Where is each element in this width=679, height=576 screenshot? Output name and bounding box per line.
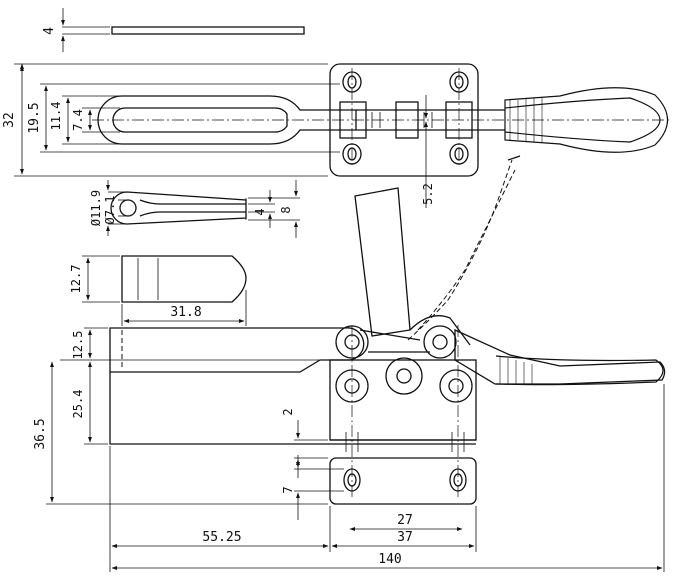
pivot-block-3 xyxy=(445,101,473,139)
dim-reach: 55.25 xyxy=(202,530,241,545)
dim-slot-inner: 7.4 xyxy=(71,109,85,131)
pivot-block-1 xyxy=(339,101,367,139)
handle-grip-side xyxy=(495,355,664,386)
dim-bar-width: 8 xyxy=(279,206,293,213)
arm-detail: Ø11.9 Ø7.1 4 8 xyxy=(89,180,300,238)
dim-thickness: 4 xyxy=(42,27,57,35)
dim-base-hole: 7 xyxy=(281,486,295,493)
dim-total-height: 36.5 xyxy=(33,418,48,449)
dim-arm-height: 12.5 xyxy=(71,331,85,360)
dim-gap: 2 xyxy=(281,408,295,415)
pivot-block-2 xyxy=(395,101,419,139)
plan-view: 32 19.5 11.4 7.4 5.2 xyxy=(2,63,670,208)
side-view xyxy=(109,155,666,505)
base-plate-side xyxy=(329,457,477,505)
handle-grip-plan xyxy=(504,87,669,153)
dim-overall-length: 140 xyxy=(378,552,401,567)
dim-offset: 5.2 xyxy=(421,183,435,205)
tip-body xyxy=(121,255,247,303)
clamp-arm xyxy=(109,327,365,373)
dim-tip-height: 12.7 xyxy=(69,265,83,294)
dim-eye-outer: Ø11.9 xyxy=(89,190,103,226)
dim-base-length: 37 xyxy=(397,530,413,545)
dim-slot-width: 4 xyxy=(253,208,267,215)
arm-eye xyxy=(110,191,247,225)
plate-edge xyxy=(111,26,305,35)
dim-tip-length: 31.8 xyxy=(170,305,201,320)
handle-lever xyxy=(454,328,666,385)
dim-slot-outer: 11.4 xyxy=(49,102,63,131)
tip-detail: 12.7 31.8 xyxy=(69,255,247,326)
dim-body-height: 25.4 xyxy=(71,390,85,419)
dim-hole-pitch: 27 xyxy=(397,513,413,528)
dim-eye-inner: Ø7.1 xyxy=(103,196,117,225)
mounting-holes xyxy=(342,68,469,168)
dim-hole-spacing: 19.5 xyxy=(27,102,42,133)
side-dimensions: 12.5 25.4 36.5 2 7 27 37 55.25 140 xyxy=(33,327,665,572)
top-thickness-view: 4 xyxy=(42,8,305,52)
slotted-bar xyxy=(97,95,357,145)
dim-plate-height: 32 xyxy=(2,112,17,128)
